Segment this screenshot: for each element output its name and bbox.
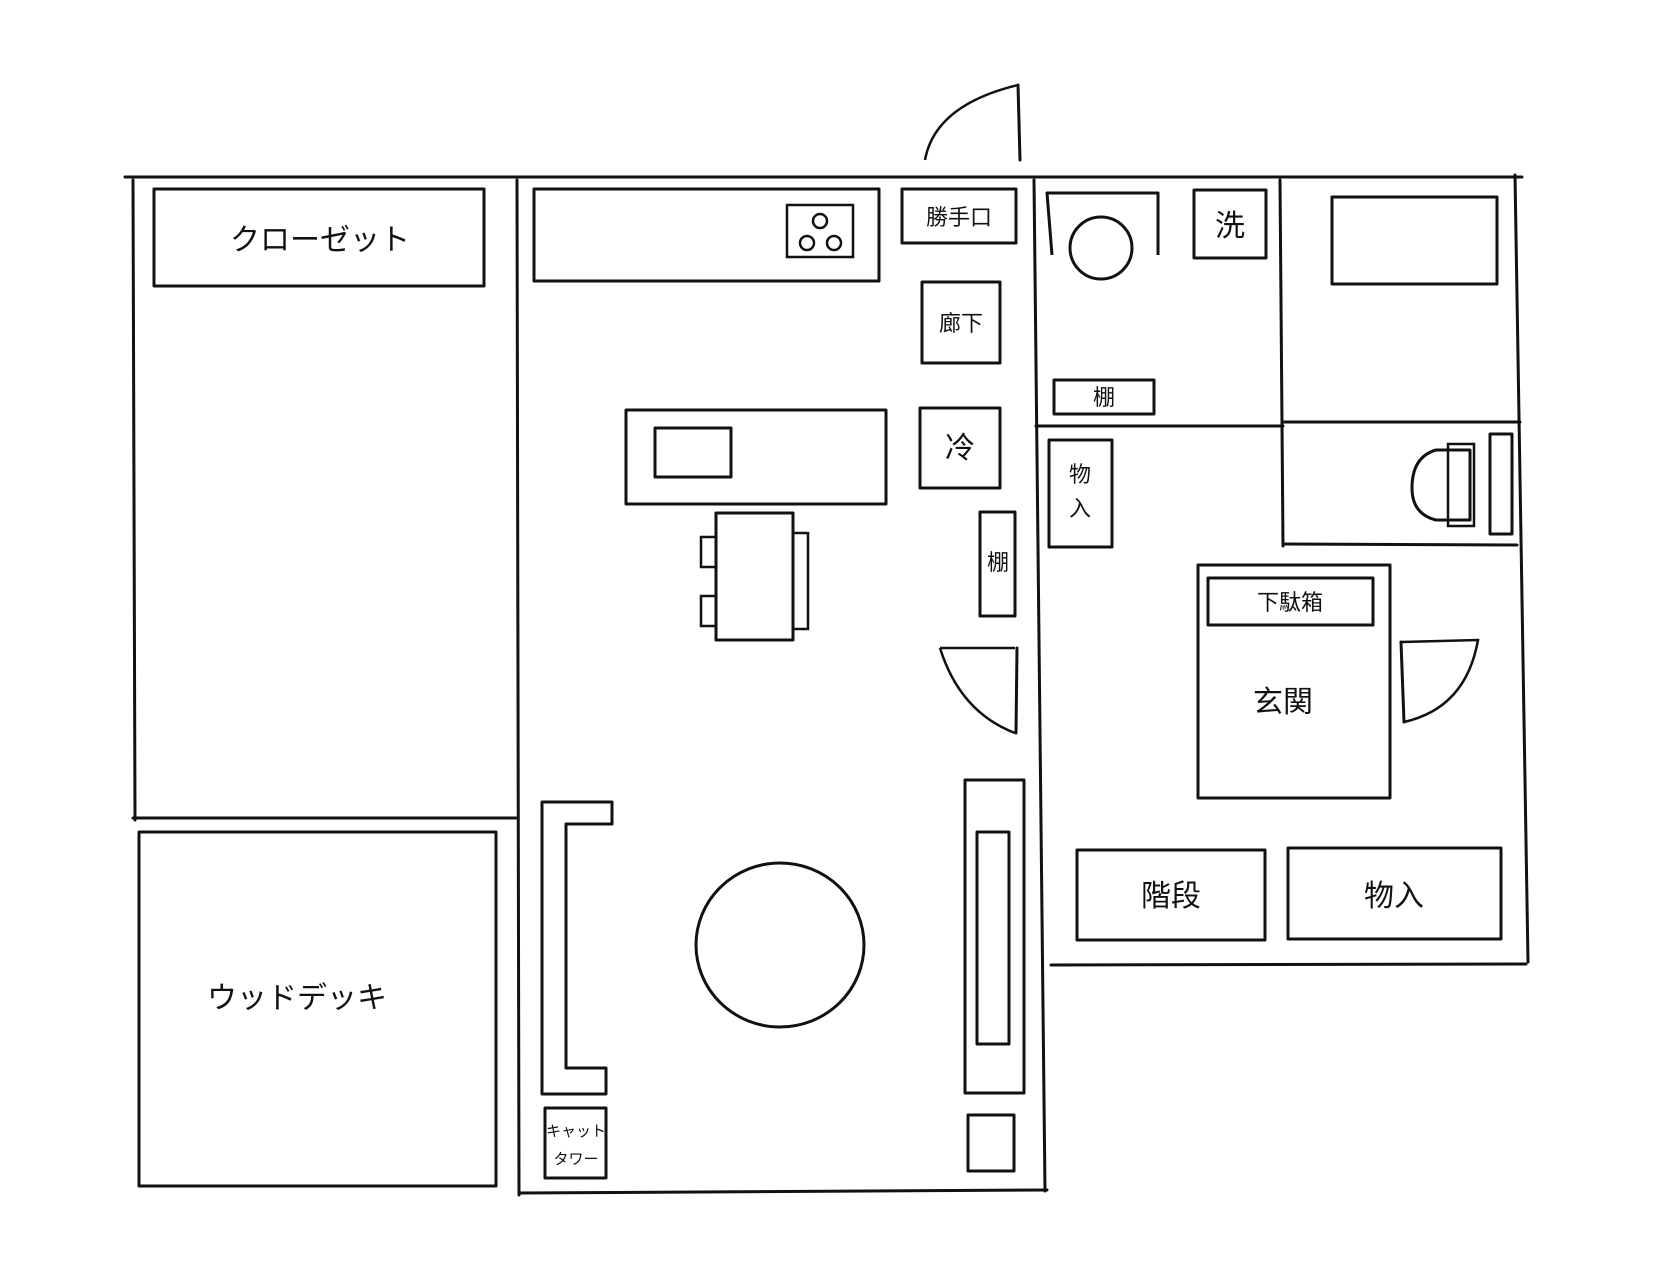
chair [699, 535, 718, 569]
doors [923, 83, 1480, 735]
round-rug [694, 861, 866, 1029]
entrance-door-swing[interactable] [1399, 638, 1480, 724]
fridge-label: 冷 [945, 431, 975, 466]
stove-icon [785, 203, 855, 259]
ldk-shelf [978, 510, 1017, 618]
washbasin-counter [1045, 191, 1160, 256]
dining-table [714, 511, 795, 642]
storage-upper-bind: 物入 [0, 0, 2, 1]
wood-deck-label: ウッドデッキ [207, 981, 387, 1016]
island-counter [624, 408, 888, 506]
ldk-door-swing[interactable] [938, 646, 1019, 735]
toilet-tank-icon [1446, 442, 1476, 528]
entrance-floor [1196, 563, 1392, 800]
hallway-box [920, 280, 1002, 365]
back-door-swing[interactable] [923, 83, 1022, 162]
washing-machine-box [1192, 188, 1268, 260]
entrance-label: 玄関 [1253, 685, 1313, 720]
west-wall [131, 178, 137, 822]
chair [791, 531, 810, 631]
wash-shelf [1052, 378, 1156, 416]
cat-tower-label-line1: キャット [546, 1122, 606, 1140]
back-door-label: 勝手口 [926, 206, 992, 231]
east-block-bottom-wall [1049, 962, 1528, 967]
wash-bath-divider [1278, 178, 1285, 548]
closet-box [152, 187, 486, 288]
toilet-cabinet [1488, 432, 1514, 536]
ldk-bottom-wall [517, 1188, 1049, 1195]
wash-shelf-label: 棚 [1093, 386, 1115, 411]
washbasin-icon [1068, 215, 1134, 281]
stairs-label: 階段 [1141, 879, 1201, 914]
hallway-label: 廊下 [939, 312, 983, 337]
chair [699, 594, 718, 628]
ldk-shelf-label: 棚 [987, 551, 1009, 576]
storage-lower-label: 物入 [1364, 879, 1424, 914]
burner-icon [798, 234, 816, 252]
storage-upper-label-1: 物 [1069, 463, 1091, 488]
toilet-bowl-icon [1410, 448, 1472, 522]
fridge-box [918, 406, 1002, 490]
back-door-mat [900, 187, 1018, 245]
ldk-east-wall [1032, 178, 1047, 1193]
shoe-box [1206, 576, 1375, 627]
sofa [540, 800, 614, 1096]
island-sink [653, 426, 733, 479]
tv-board-inner [975, 830, 1011, 1046]
washing-machine-label: 洗 [1215, 209, 1245, 244]
burner-icon [825, 234, 843, 252]
cat-tower-box [543, 1106, 608, 1180]
tv-board-outer [963, 778, 1026, 1095]
structural-walls [123, 173, 1530, 1197]
stairs-box [1075, 848, 1267, 942]
corner-cabinet [966, 1113, 1016, 1173]
cat-tower-label-line2: タワー [553, 1150, 598, 1168]
toilet-bottom-wall [1281, 542, 1519, 547]
east-wall [1513, 173, 1530, 964]
burner-icon [811, 212, 829, 230]
storage-upper-box [1047, 438, 1114, 549]
wood-deck-box [137, 830, 498, 1188]
storage-upper-label-2: 入 [1069, 497, 1091, 522]
closet-label: クローゼット [230, 223, 410, 258]
shoe-box-label: 下駄箱 [1257, 591, 1323, 616]
storage-lower-box [1286, 846, 1503, 941]
kitchen-counter [532, 187, 881, 283]
ldk-west-wall [515, 178, 521, 1197]
bathtub [1330, 195, 1499, 286]
